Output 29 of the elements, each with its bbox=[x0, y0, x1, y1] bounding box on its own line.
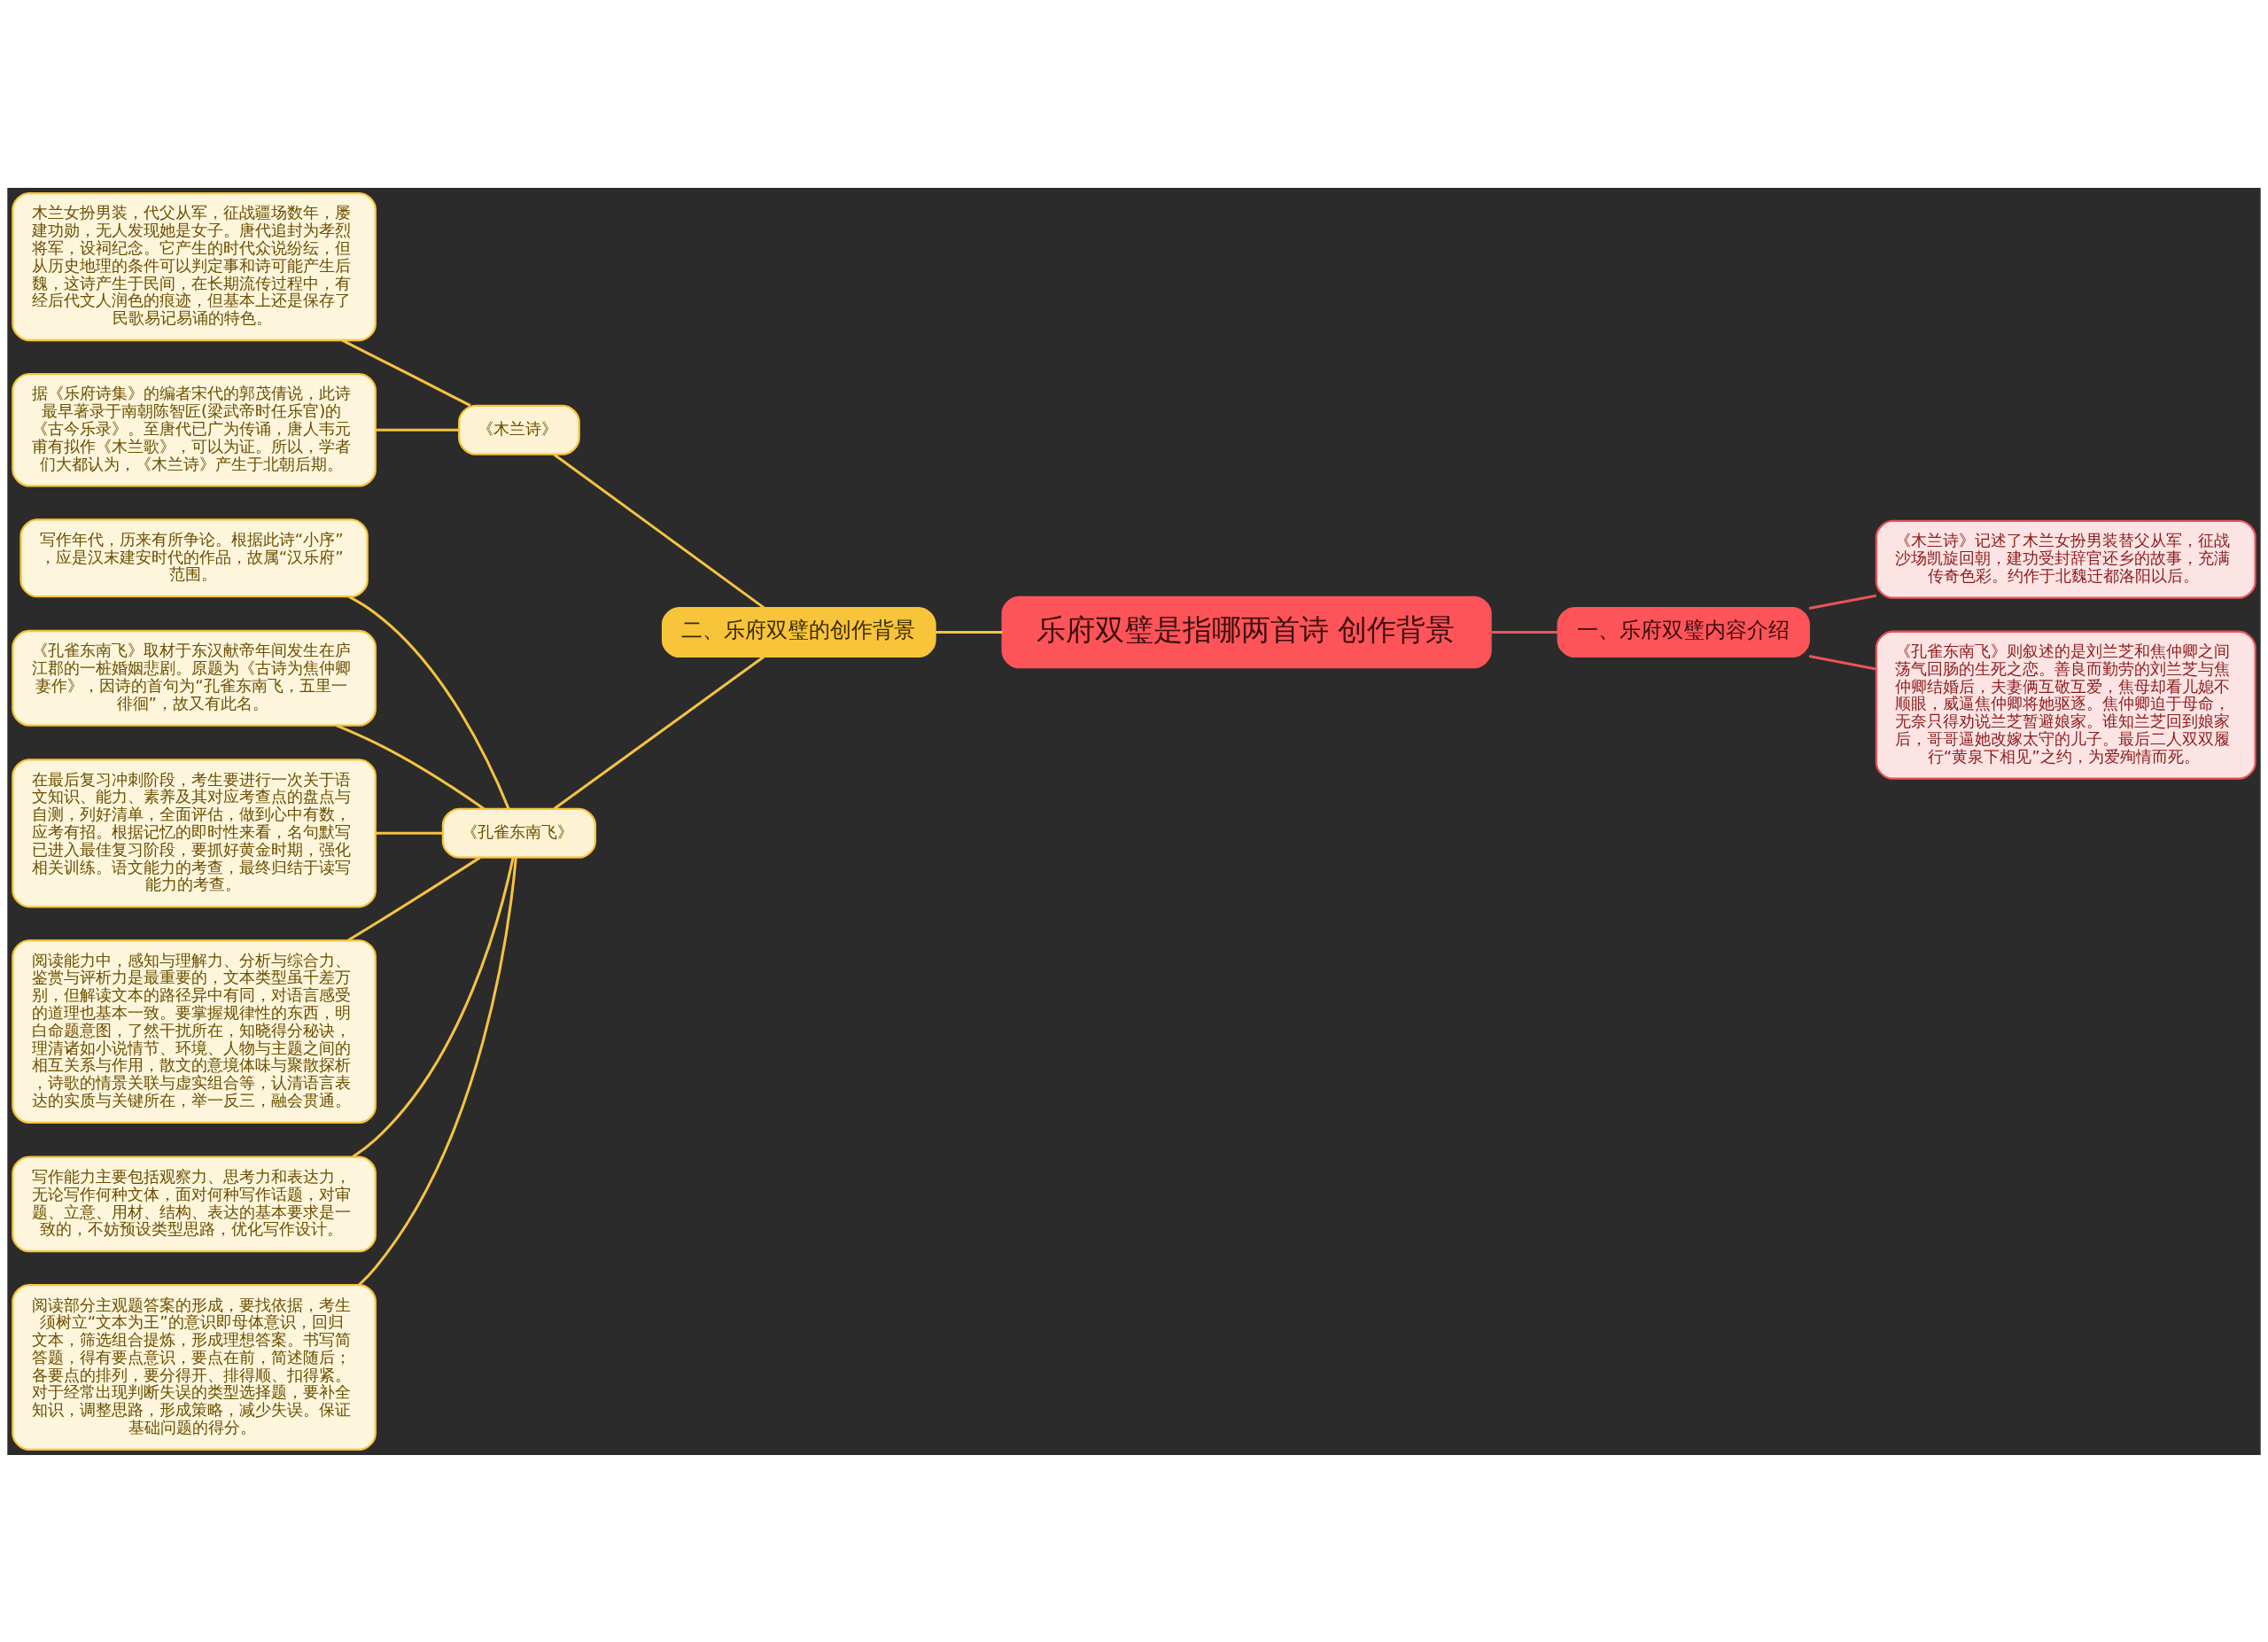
node-box: 写作能力主要包括观察力、思考力和表达力，无论写作何种文体，面对何种写作话题，对审题、立意、用材、结构、表达的基本要求是一致的，不妨预设类型思路，优化写作设计。 bbox=[12, 1155, 377, 1252]
connector bbox=[341, 339, 471, 407]
node-box: 据《乐府诗集》的编者宋代的郭茂倩说，此诗最早著录于南朝陈智匠(梁武帝时任乐官)的《古今乐录》。至唐代已广为传诵，唐人韦元甫有拟作《木兰歌》，可以为证。所以，学者们大都认为，《木兰诗》产生于北朝后期。 bbox=[12, 372, 377, 486]
node-box: 二、乐府双璧的创作背景 bbox=[661, 606, 936, 658]
connector bbox=[336, 723, 485, 810]
connector bbox=[1808, 654, 1877, 670]
connector bbox=[1808, 594, 1877, 610]
connector bbox=[352, 857, 515, 1158]
node-box: 写作年代，历来有所争论。根据此诗“小序”，应是汉末建安时代的作品，故属“汉乐府”范围。 bbox=[19, 518, 369, 597]
connector bbox=[376, 428, 459, 432]
connector bbox=[348, 595, 510, 809]
node-box: 一、乐府双璧内容介绍 bbox=[1557, 606, 1810, 658]
node-box: 《孔雀东南飞》则叙述的是刘兰芝和焦仲卿之间荡气回肠的生死之恋。善良而勤劳的刘兰芝与焦仲卿结婚后，夫妻俩互敬互爱，焦母却看儿媳不顺眼，威逼焦仲卿将她驱逐。焦仲卿迫于母命，无奈只得劝说兰芝暂避娘家。谁知兰芝回到娘家后，哥哥逼她改嫁太守的儿子。最后二人双双履行“黄泉下相见”之约，为爱殉情而死。 bbox=[1875, 630, 2256, 780]
connector bbox=[553, 453, 765, 609]
node-box: 《孔雀东南飞》 bbox=[441, 807, 597, 859]
connector bbox=[553, 655, 765, 810]
node-box: 阅读能力中，感知与理解力、分析与综合力、鉴赏与评析力是最重要的，文本类型虽千差万别，但解读文本的路径异中有同，对语言感受的道理也基本一致。要掌握规律性的东西，明白命题意图，了然干扰所在，知晓得分秘诀，理清诸如小说情节、环境、人物与主题之间的相互关系与作用，散文的意境体味与聚散探析，诗歌的情景关联与虚实组合等，认清语言表达的实质与关键所在，举一反三，融会贯通。 bbox=[12, 938, 377, 1124]
node-box: 《木兰诗》 bbox=[458, 404, 580, 455]
node-box: 在最后复习冲刺阶段，考生要进行一次关于语文知识、能力、素养及其对应考查点的盘点与自测，列好清单，全面评估，做到心中有数，应考有招。根据记忆的即时性来看，名句默写已进入最佳复习阶段，要抓好黄金时期，强化相关训练。语文能力的考查，最终归结于读写能力的考查。 bbox=[12, 758, 377, 907]
connector bbox=[1491, 630, 1558, 634]
connector bbox=[358, 857, 517, 1286]
node-box: 阅读部分主观题答案的形成，要找依据，考生须树立“文本为王”的意识即母体意识，回归文本，筛选组合提炼，形成理想答案。书写简答题，得有要点意识，要点在前，简述随后；各要点的排列，要分得开、排得顺、扣得紧。对于经常出现判断失误的类型选择题，要补全知识，调整思路，形成策略，减少失误。保证基础问题的得分。 bbox=[12, 1283, 377, 1451]
node-box: 《孔雀东南飞》取材于东汉献帝年间发生在庐江郡的一桩婚姻悲剧。原题为《古诗为焦仲卿妻作》，因诗的首句为“孔雀东南飞，五里一徘徊”，故又有此名。 bbox=[12, 629, 377, 727]
node-box: 《木兰诗》记述了木兰女扮男装替父从军，征战沙场凯旋回朝，建功受封辞官还乡的故事，充满传奇色彩。约作于北魏迁都洛阳以后。 bbox=[1875, 519, 2256, 599]
connector bbox=[347, 856, 481, 941]
node-box: 木兰女扮男装，代父从军，征战疆场数年，屡建功勋，无人发现她是女子。唐代追封为孝烈将军，设祠纪念。它产生的时代众说纷纭，但从历史地理的条件可以判定事和诗可能产生后魏，这诗产生于民间，在长期流传过程中，有经后代文人润色的痕迹，但基本上还是保存了民歌易记易诵的特色。 bbox=[12, 191, 377, 341]
node-box: 乐府双璧是指哪两首诗 创作背景 bbox=[1001, 595, 1492, 668]
connector bbox=[936, 630, 1003, 634]
connector bbox=[376, 831, 443, 835]
